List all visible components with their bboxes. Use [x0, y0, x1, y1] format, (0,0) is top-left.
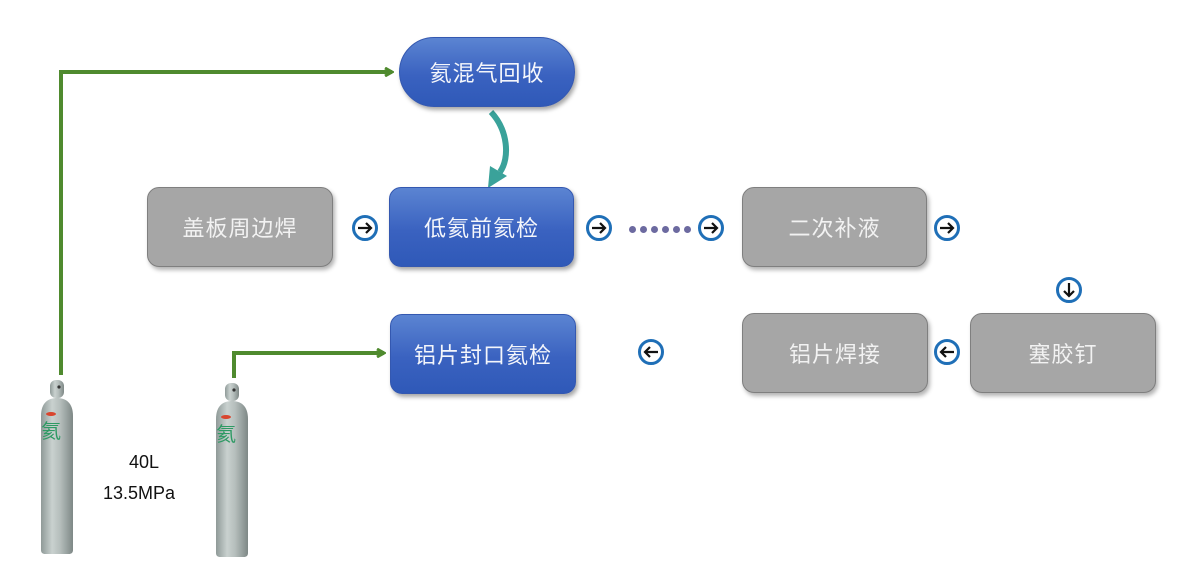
pipe-cylinder1-to-recovery: [59, 72, 392, 375]
node-label: 低氦前氦检: [423, 217, 539, 242]
arrow-left-icon: [939, 346, 954, 358]
arrow-left-icon: [643, 346, 658, 358]
node-label: 氦混气回收: [429, 62, 545, 87]
node-aluminum-seal-check[interactable]: 铝片封口氦检: [390, 314, 576, 394]
node-aluminum-weld[interactable]: 铝片焊接: [742, 313, 928, 393]
cylinder-pressure: 13.5MPa: [103, 483, 176, 503]
ellipsis-dots: [629, 226, 691, 233]
node-label: 盖板周边焊: [182, 217, 298, 242]
node-label: 塞胶钉: [1028, 343, 1098, 368]
flow-arrow-right-1: [352, 215, 378, 241]
flow-arrow-down: [1056, 277, 1082, 303]
flow-arrow-right-2: [586, 215, 612, 241]
arrow-right-icon: [592, 222, 607, 234]
flow-arrow-left-1: [934, 339, 960, 365]
arrow-down-icon: [1063, 283, 1075, 298]
return-arrow-head: [488, 166, 507, 188]
node-second-fill[interactable]: 二次补液: [742, 187, 927, 267]
node-label: 铝片焊接: [788, 343, 881, 368]
node-low-helium-check[interactable]: 低氦前氦检: [389, 187, 574, 267]
node-label: 铝片封口氦检: [413, 344, 552, 369]
flow-arrow-right-3: [698, 215, 724, 241]
node-helium-recovery[interactable]: 氦混气回收: [399, 37, 575, 107]
cylinder-glyph: 氦: [216, 422, 236, 446]
cylinder-volume: 40L: [129, 452, 160, 472]
arrow-right-icon: [940, 222, 955, 234]
arrow-right-icon: [358, 222, 373, 234]
pipe-cylinder2-to-seal-check: [232, 353, 384, 378]
flow-arrow-left-2: [638, 339, 664, 365]
arrow-right-icon: [704, 222, 719, 234]
flow-arrow-right-4: [934, 215, 960, 241]
helium-cylinder-2: 氦: [216, 383, 248, 557]
node-plug-nail[interactable]: 塞胶钉: [970, 313, 1156, 393]
node-label: 二次补液: [788, 217, 881, 242]
return-arrow: [488, 109, 509, 174]
cylinder-glyph: 氦: [41, 419, 61, 443]
helium-cylinder-1: 氦: [41, 380, 73, 554]
node-cover-weld[interactable]: 盖板周边焊: [147, 187, 333, 267]
